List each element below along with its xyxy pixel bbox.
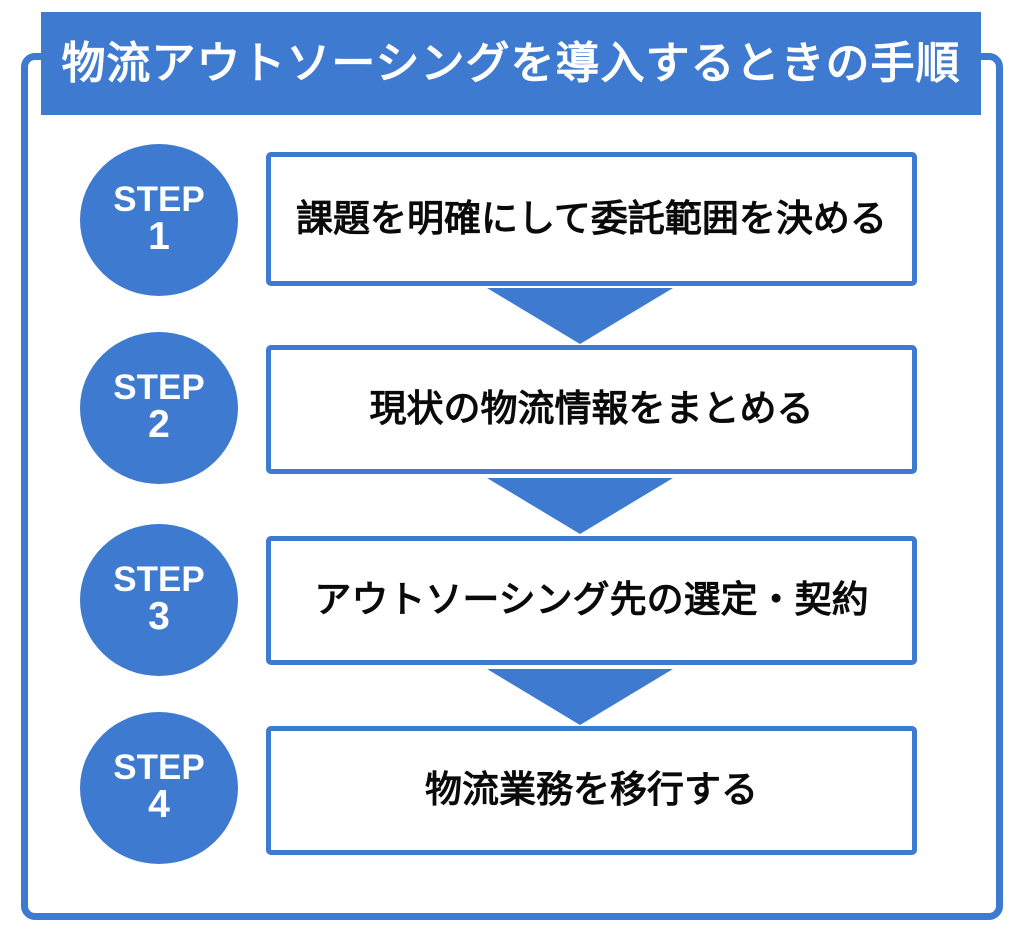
arrow-down-icon-2: [487, 478, 673, 534]
arrow-down-icon-3: [487, 669, 673, 725]
step-badge-4: STEP 4: [80, 712, 238, 864]
title-banner: 物流アウトソーシングを導入するときの手順: [41, 12, 981, 115]
step-badge-1: STEP 1: [80, 144, 238, 296]
step-label-2: 現状の物流情報をまとめる: [369, 387, 814, 431]
step-label-3: アウトソーシング先の選定・契約: [314, 578, 869, 622]
step-box-3: アウトソーシング先の選定・契約: [266, 536, 917, 665]
step-label-4: 物流業務を移行する: [425, 768, 758, 812]
page-title: 物流アウトソーシングを導入するときの手順: [61, 37, 961, 89]
step-label-1: 課題を明確にして委託範囲を決める: [296, 196, 887, 240]
step-box-4: 物流業務を移行する: [266, 726, 917, 855]
step-badge-word-3: STEP: [113, 560, 205, 600]
step-badge-word-1: STEP: [113, 180, 205, 220]
step-badge-number-1: 1: [148, 215, 170, 259]
step-box-2: 現状の物流情報をまとめる: [266, 345, 917, 474]
step-badge-word-2: STEP: [113, 368, 205, 408]
step-badge-word-4: STEP: [113, 748, 205, 788]
step-badge-2: STEP 2: [80, 332, 238, 484]
arrow-down-icon-1: [487, 288, 673, 344]
step-badge-number-2: 2: [148, 403, 170, 447]
step-badge-number-3: 3: [148, 595, 170, 639]
step-badge-number-4: 4: [148, 783, 170, 827]
step-badge-3: STEP 3: [80, 524, 238, 676]
step-box-1: 課題を明確にして委託範囲を決める: [266, 152, 917, 286]
